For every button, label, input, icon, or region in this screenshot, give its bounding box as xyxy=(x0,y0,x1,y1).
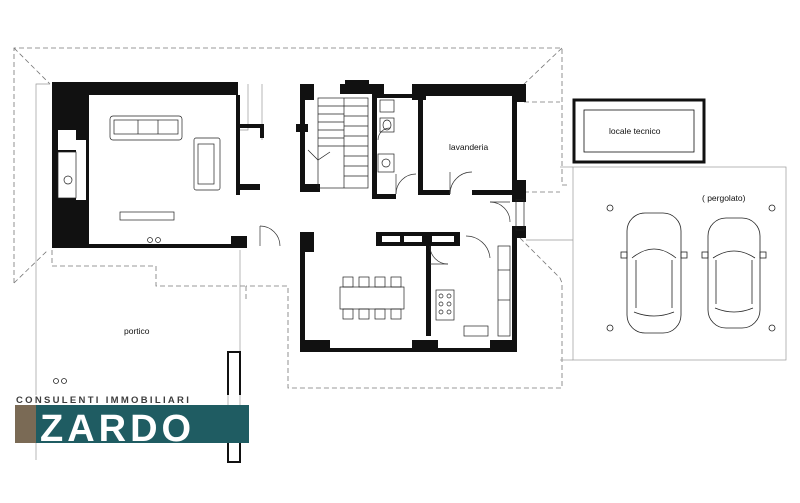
technical-room xyxy=(572,98,706,164)
room-label-lavanderia: lavanderia xyxy=(449,142,488,152)
car-right xyxy=(701,217,767,329)
room-label-locale-tecnico: locale tecnico xyxy=(609,126,661,136)
door-swings xyxy=(259,127,511,265)
room-label-portico: portico xyxy=(124,326,150,336)
car-left xyxy=(620,212,688,334)
logo-brand: ZARDO xyxy=(40,408,195,450)
pergola-posts xyxy=(606,204,776,332)
logo-tagline: CONSULENTI IMMOBILIARI xyxy=(16,395,191,406)
stairs xyxy=(307,97,369,189)
living-furniture xyxy=(57,115,221,243)
wall-cutouts xyxy=(382,236,454,242)
kitchen-furniture xyxy=(339,199,525,337)
roof-outline xyxy=(13,47,570,389)
exterior-walls xyxy=(52,80,526,352)
room-label-pergolato: ( pergolato) xyxy=(702,193,746,203)
company-logo: CONSULENTI IMMOBILIARI ZARDO xyxy=(15,395,249,450)
bathroom-fixtures xyxy=(377,99,395,173)
